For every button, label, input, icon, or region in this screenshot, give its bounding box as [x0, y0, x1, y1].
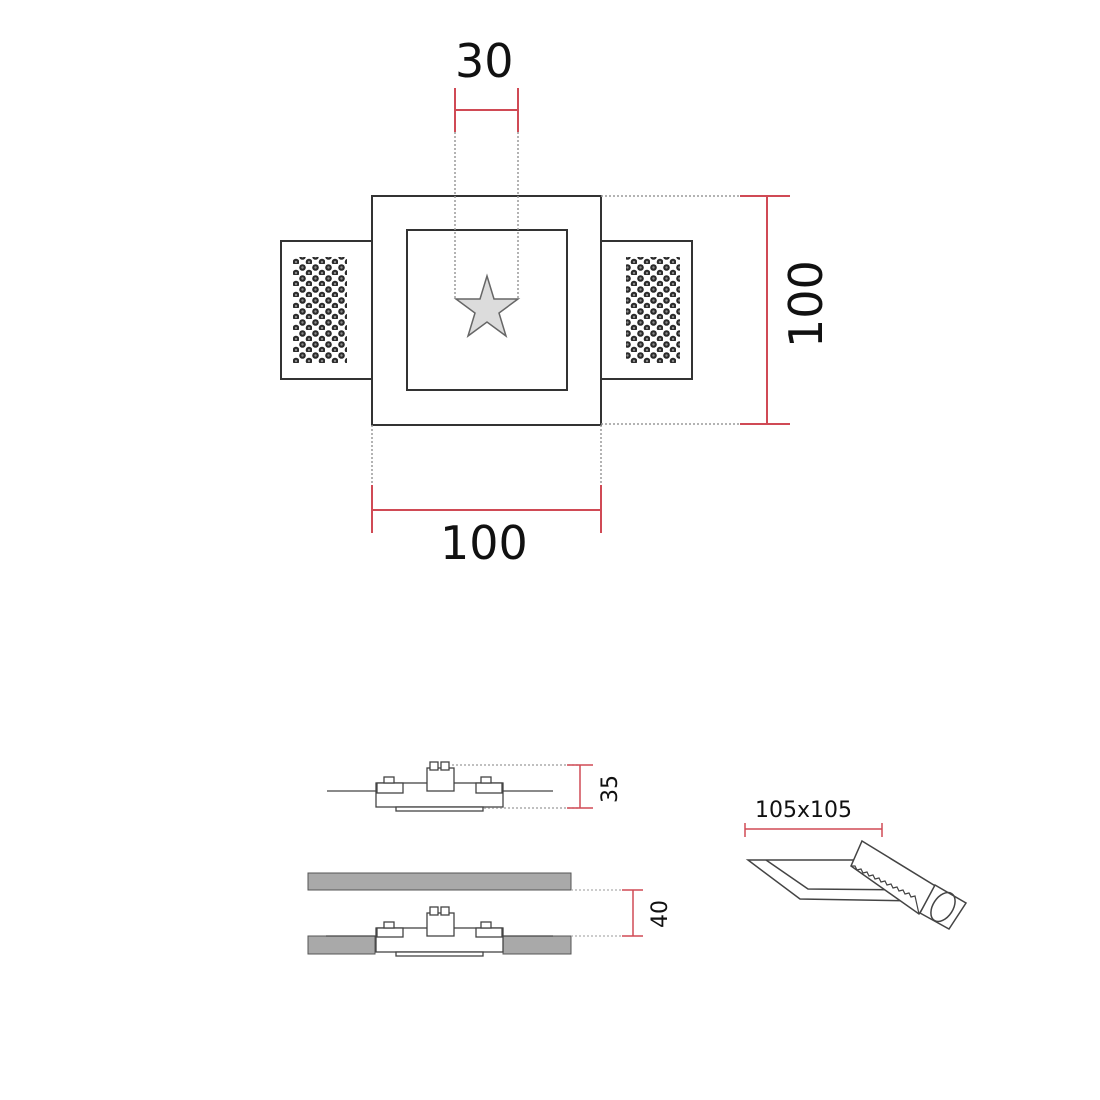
left-perforation-grid [293, 257, 347, 363]
label-dim-100-horizontal: 100 [440, 516, 528, 570]
saw-icon [850, 839, 968, 930]
label-dim-30: 30 [455, 34, 514, 88]
dimension-35 [567, 764, 593, 809]
inner-frame [406, 229, 568, 391]
label-dim-40: 40 [648, 900, 673, 928]
side-view-fixture [327, 761, 580, 812]
top-view [280, 88, 790, 533]
ceiling-board-upper [307, 872, 572, 891]
right-perforation-grid [626, 257, 680, 363]
dimension-30 [454, 88, 519, 132]
side-view-installed [307, 872, 635, 957]
dimension-40 [622, 889, 643, 937]
star-icon [453, 273, 521, 338]
ceiling-board-lower-right [502, 935, 572, 955]
ceiling-board-lower-left [307, 935, 376, 955]
label-dim-105x105: 105x105 [755, 798, 853, 823]
label-dim-100-vertical: 100 [779, 260, 833, 348]
dimension-100-horizontal [371, 485, 602, 533]
dimension-105x105 [744, 823, 883, 837]
dimension-100-vertical [740, 195, 790, 425]
label-dim-35: 35 [598, 775, 623, 803]
